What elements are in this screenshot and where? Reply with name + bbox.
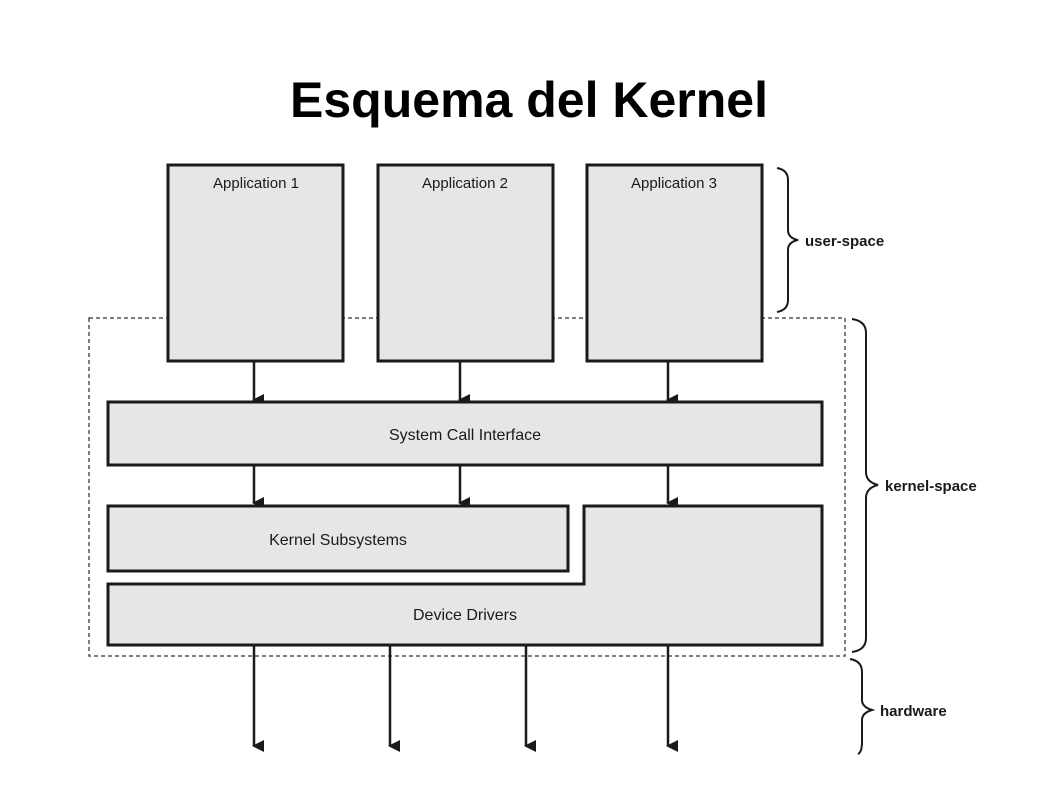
slide-title: Esquema del Kernel (290, 72, 768, 128)
kernel-subsystems-box: Kernel Subsystems (106, 504, 570, 573)
application-2-box: Application 2 (376, 163, 555, 363)
kernel-subsystems-label: Kernel Subsystems (269, 532, 407, 549)
hardware-label: hardware (880, 703, 947, 720)
user-space-label: user-space (805, 233, 884, 250)
application-3-label: Application 3 (631, 175, 717, 192)
kernel-space-brace (851, 318, 879, 653)
hardware-brace (849, 658, 876, 755)
application-2-label: Application 2 (422, 175, 508, 192)
kernel-space-label: kernel-space (885, 478, 977, 495)
device-drivers-box: Device Drivers (106, 504, 824, 647)
application-3-box: Application 3 (585, 163, 764, 363)
user-space-brace (776, 167, 799, 313)
device-drivers-label: Device Drivers (413, 607, 517, 624)
system-call-interface-label: System Call Interface (389, 427, 541, 444)
application-1-label: Application 1 (213, 175, 299, 192)
system-call-interface-box: System Call Interface (106, 400, 824, 467)
application-1-box: Application 1 (166, 163, 345, 363)
